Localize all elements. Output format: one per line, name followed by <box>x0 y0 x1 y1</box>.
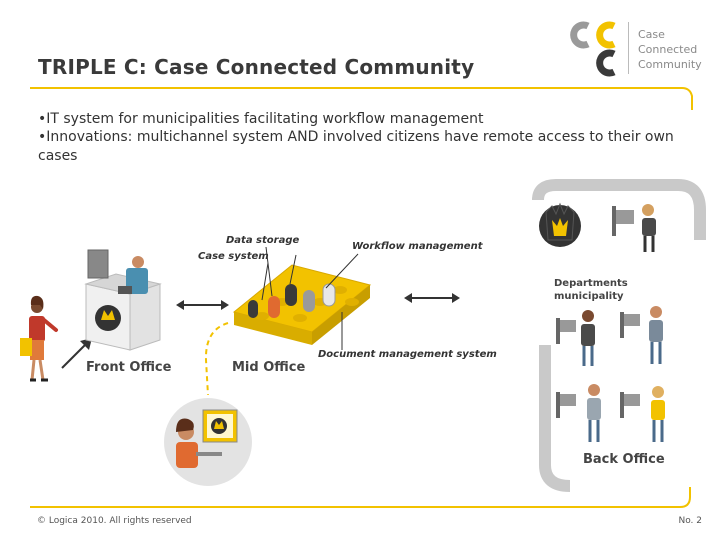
back-office-worker-4 <box>556 384 601 442</box>
label-front-office: Front Office <box>86 360 172 375</box>
label-back-office: Back Office <box>583 452 665 467</box>
back-office-worker-2 <box>556 310 595 366</box>
footer-copyright: © Logica 2010. All rights reserved <box>37 516 192 526</box>
logo-line-community: Community <box>638 58 702 71</box>
logo-line-case: Case <box>638 28 665 41</box>
logo-text: Case Connected Community <box>638 27 702 72</box>
logo-line-connected: Connected <box>638 43 698 56</box>
label-document-management-system: Document management system <box>318 349 497 360</box>
label-departments-line1: Departments <box>554 278 628 289</box>
back-office-worker-3 <box>620 306 663 364</box>
mid-office-platform <box>232 264 372 345</box>
page-title: TRIPLE C: Case Connected Community <box>38 55 475 79</box>
front-office-desk <box>84 249 162 351</box>
back-office-worker-1 <box>612 204 656 252</box>
remote-citizen-figure <box>164 398 252 486</box>
label-workflow-management: Workflow management <box>352 241 483 252</box>
ccc-logo-icon <box>570 21 616 77</box>
bullet-2: •Innovations: multichannel system AND in… <box>38 129 674 164</box>
page-number: No. 2 <box>678 516 702 526</box>
citizen-figure <box>20 295 58 382</box>
municipality-crest-icon <box>539 202 581 247</box>
label-departments: Departments municipality <box>554 277 628 303</box>
label-departments-line2: municipality <box>554 291 624 302</box>
label-case-system: Case system <box>198 251 269 262</box>
label-data-storage: Data storage <box>226 235 300 246</box>
label-mid-office: Mid Office <box>232 360 306 375</box>
back-office-worker-5 <box>620 386 665 442</box>
logo-divider <box>628 22 629 74</box>
bullet-1: •IT system for municipalities facilitati… <box>38 111 484 127</box>
